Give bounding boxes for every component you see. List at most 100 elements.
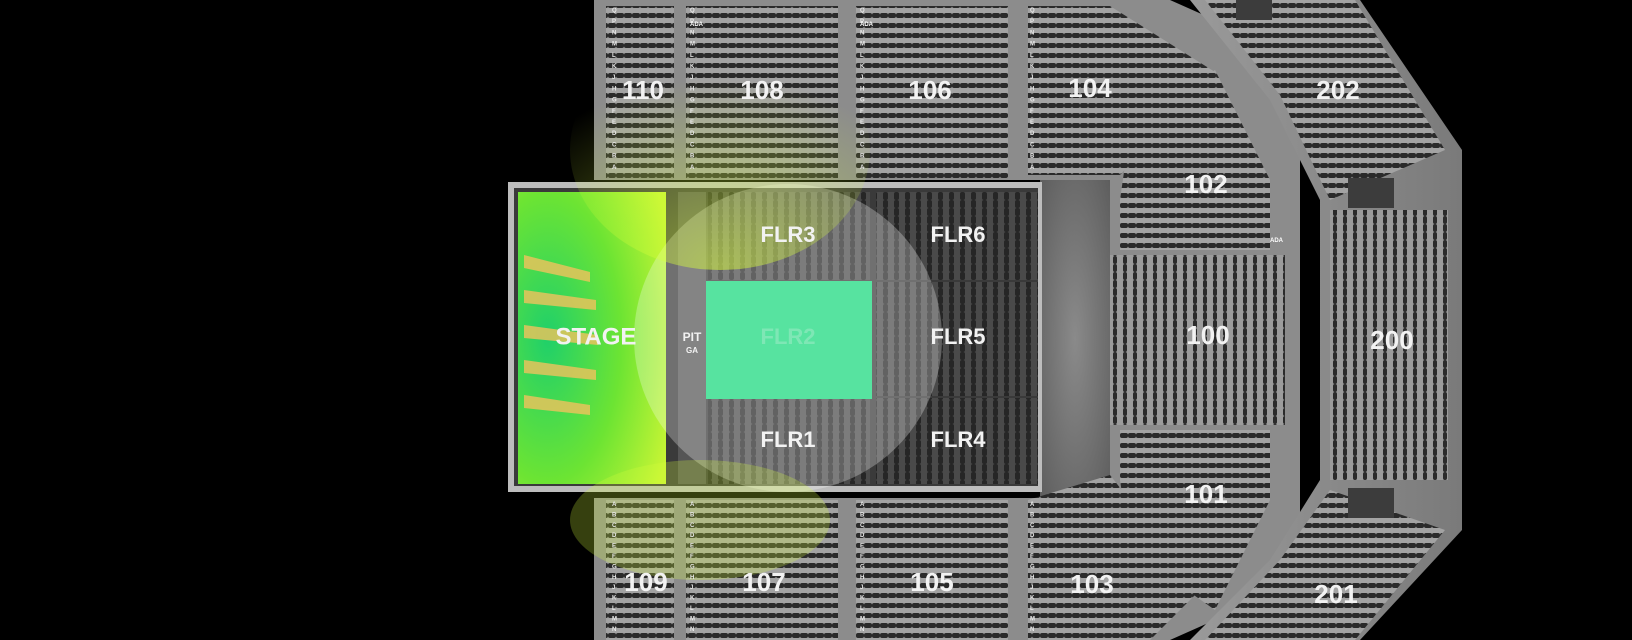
sections-side <box>1110 70 1285 610</box>
row-letter: L <box>860 606 864 612</box>
row-letter: H <box>860 86 864 92</box>
row-letter: E <box>860 120 864 126</box>
pit-sublabel: GA <box>686 346 698 355</box>
row-letter: A <box>860 165 865 171</box>
row-letter: L <box>612 606 616 612</box>
row-letter: N <box>612 627 616 633</box>
row-letter: B <box>612 512 617 518</box>
row-letter: K <box>690 596 695 602</box>
row-letter: B <box>860 154 865 160</box>
label-106: 106 <box>908 75 951 105</box>
section-102[interactable] <box>1120 70 1270 250</box>
row-letter: E <box>612 120 616 126</box>
row-letter: D <box>690 533 695 539</box>
row-letter: F <box>690 554 694 560</box>
row-letter: J <box>860 75 863 81</box>
section-200[interactable] <box>1330 210 1448 480</box>
row-letter: J <box>612 75 615 81</box>
row-letter: B <box>860 512 865 518</box>
label-109: 109 <box>624 567 667 597</box>
row-letter: M <box>860 616 865 622</box>
row-letter: D <box>860 533 865 539</box>
label-108: 108 <box>740 75 783 105</box>
row-letter: L <box>1030 606 1034 612</box>
row-letter: G <box>860 564 865 570</box>
row-letter: E <box>690 120 694 126</box>
section-105[interactable] <box>856 500 1008 640</box>
section-flr6[interactable] <box>876 192 1038 280</box>
row-letter: L <box>690 606 694 612</box>
row-letter: N <box>860 627 864 633</box>
row-letter: M <box>690 616 695 622</box>
row-letter: A <box>612 165 617 171</box>
label-105: 105 <box>910 567 953 597</box>
row-letter: D <box>612 533 617 539</box>
section-flr4[interactable] <box>876 398 1038 484</box>
row-letter: Q <box>860 8 865 14</box>
row-letter: B <box>690 512 695 518</box>
row-letter: M <box>612 616 617 622</box>
row-letter: B <box>690 154 695 160</box>
section-flr1[interactable] <box>708 398 870 484</box>
label-107: 107 <box>742 567 785 597</box>
row-letter: F <box>1030 554 1034 560</box>
row-letter: Q <box>1030 8 1035 14</box>
row-letter: A <box>612 502 617 508</box>
section-flr2-fill <box>706 281 872 399</box>
row-letter: D <box>860 131 865 137</box>
label-flr3: FLR3 <box>761 222 816 247</box>
vomitory-upper <box>1236 0 1272 20</box>
section-106[interactable] <box>856 6 1008 178</box>
row-letter: G <box>1030 98 1035 104</box>
row-letter: N <box>612 30 616 36</box>
row-letter: D <box>1030 533 1035 539</box>
row-letter: C <box>860 142 865 148</box>
row-letter: N <box>860 30 864 36</box>
row-letter: K <box>1030 596 1035 602</box>
row-letter: K <box>612 596 617 602</box>
row-letter: E <box>690 544 694 550</box>
row-letter: H <box>612 575 616 581</box>
section-109[interactable] <box>606 500 674 640</box>
row-letter: F <box>690 109 694 115</box>
label-flr6: FLR6 <box>931 222 986 247</box>
row-letter: A <box>1030 502 1035 508</box>
sections-bottom <box>606 475 1200 640</box>
row-letter: J <box>1030 585 1033 591</box>
section-107[interactable] <box>686 500 838 640</box>
section-101[interactable] <box>1120 430 1270 610</box>
section-202[interactable] <box>1205 0 1445 200</box>
row-letter: C <box>1030 142 1035 148</box>
section-flr5[interactable] <box>876 282 1038 396</box>
section-100[interactable] <box>1110 255 1285 425</box>
arena-floor-concrete <box>1040 180 1110 498</box>
label-101: 101 <box>1184 479 1227 509</box>
stage-light-beams <box>524 255 598 415</box>
section-104[interactable] <box>1028 6 1215 175</box>
row-letter: K <box>860 64 865 70</box>
row-letter: M <box>860 42 865 48</box>
row-letters-bottom: ABCDEFGHJKLMNABCDEFGHJKLMNABCDEFGHJKLMNA… <box>612 502 1035 633</box>
row-letter: J <box>690 75 693 81</box>
row-letter: G <box>690 98 695 104</box>
row-letter: K <box>1030 64 1035 70</box>
row-letter: F <box>1030 109 1034 115</box>
row-letter: D <box>690 131 695 137</box>
row-letter: C <box>690 523 695 529</box>
row-letter: M <box>1030 616 1035 622</box>
row-letter: G <box>860 98 865 104</box>
row-letter: C <box>1030 523 1035 529</box>
row-letter: P <box>1030 19 1034 25</box>
row-letter: F <box>612 109 616 115</box>
section-201[interactable] <box>1205 490 1445 640</box>
label-flr4: FLR4 <box>931 427 987 452</box>
ada-tag-100: ADA <box>1270 238 1284 244</box>
row-letter: Q <box>612 8 617 14</box>
label-200: 200 <box>1370 325 1413 355</box>
section-103[interactable] <box>1028 475 1200 640</box>
row-letter: M <box>612 42 617 48</box>
row-letter: N <box>690 627 694 633</box>
row-letter: D <box>612 131 617 137</box>
